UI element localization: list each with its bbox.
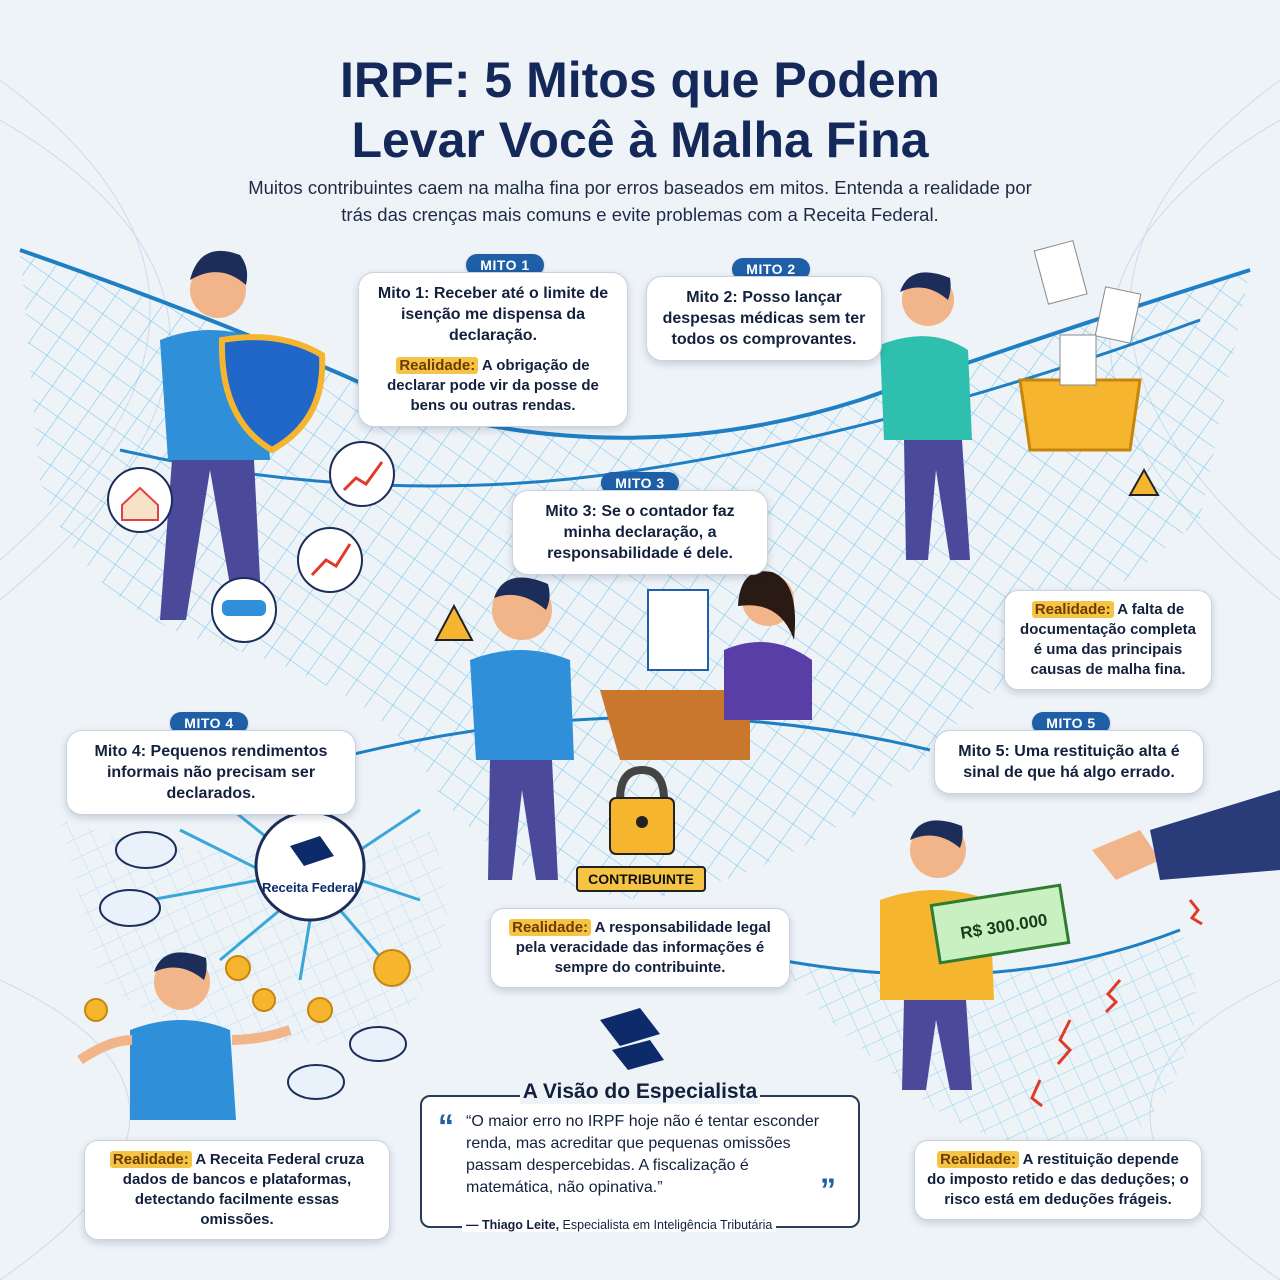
myth-2-card: Mito 2: Posso lançar despesas médicas se… <box>646 276 882 361</box>
myth-4-reality-card: Realidade: A Receita Federal cruza dados… <box>84 1140 390 1240</box>
myth-5-reality-card: Realidade: A restituição depende do impo… <box>914 1140 1202 1220</box>
myth-1-card: Mito 1: Receber até o limite de isenção … <box>358 272 628 427</box>
myth-5-card: Mito 5: Uma restituição alta é sinal de … <box>934 730 1204 794</box>
page-subtitle: Muitos contribuintes caem na malha fina … <box>248 177 1032 225</box>
expert-role: Especialista em Inteligência Tributária <box>562 1218 773 1232</box>
person-2 <box>880 240 1160 560</box>
expert-heading: A Visão do Especialista <box>520 1080 760 1104</box>
contribuinte-label: CONTRIBUINTE <box>576 866 706 892</box>
expert-quote-box: “O maior erro no IRPF hoje não é tentar … <box>420 1095 860 1228</box>
receita-hub: Receita Federal <box>84 798 421 1100</box>
page-title: IRPF: 5 Mitos que Podem Levar Você à Mal… <box>0 50 1280 170</box>
myth-2-reality-card: Realidade: A falta de documentação compl… <box>1004 590 1212 690</box>
reality-tag: Realidade: <box>109 1151 192 1168</box>
person-1 <box>160 250 326 620</box>
reality-tag: Realidade: <box>509 919 592 936</box>
myth-3-text: Mito 3: Se o contador faz minha declaraç… <box>545 503 735 562</box>
myth-3-badge: MITO 3 <box>601 472 679 494</box>
myth-2-text: Mito 2: Posso lançar despesas médicas se… <box>662 289 866 348</box>
receita-label-svg: Receita Federal <box>262 880 358 895</box>
title-line-1: IRPF: 5 Mitos que Podem <box>339 52 941 108</box>
person-4 <box>77 952 292 1120</box>
myth-4-badge: MITO 4 <box>170 712 248 734</box>
myth-1-reality: Realidade: A obrigação de declarar pode … <box>371 356 615 416</box>
myth-3-card: Mito 3: Se o contador faz minha declaraç… <box>512 490 768 575</box>
myth-3-reality-card: Realidade: A responsabilidade legal pela… <box>490 908 790 988</box>
lock-icon <box>609 765 675 855</box>
myth-5-text: Mito 5: Uma restituição alta é sinal de … <box>958 743 1180 781</box>
person-5 <box>880 790 1280 1090</box>
quote-icon: ” <box>820 1172 836 1208</box>
myth-5-reality-text: A restituição depende do imposto retido … <box>927 1151 1189 1208</box>
expert-attribution: — Thiago Leite, Especialista em Inteligê… <box>462 1218 777 1232</box>
myth-1-badge: MITO 1 <box>466 254 544 276</box>
asset-icons <box>107 441 395 643</box>
reality-tag: Realidade: <box>1031 601 1114 618</box>
expert-quote: “O maior erro no IRPF hoje não é tentar … <box>466 1113 820 1196</box>
myth-4-reality-text: A Receita Federal cruza dados de bancos … <box>122 1151 365 1228</box>
myth-2-badge: MITO 2 <box>732 258 810 280</box>
person-3 <box>434 571 812 880</box>
myth-4-text: Mito 4: Pequenos rendimentos informais n… <box>94 743 328 802</box>
reality-tag: Realidade: <box>937 1151 1020 1168</box>
myth-1-reality-text: A obrigação de declarar pode vir da poss… <box>387 357 599 414</box>
myth-3-reality-text: A responsabilidade legal pela veracidade… <box>515 919 771 976</box>
title-line-2: Levar Você à Malha Fina <box>351 112 929 168</box>
myth-1-text: Mito 1: Receber até o limite de isenção … <box>377 285 609 344</box>
myth-5-badge: MITO 5 <box>1032 712 1110 734</box>
quote-icon: “ <box>438 1108 454 1144</box>
reality-tag: Realidade: <box>396 357 479 374</box>
expert-author: — Thiago Leite, <box>466 1218 560 1232</box>
receita-logo-icon <box>600 1008 664 1070</box>
myth-4-card: Mito 4: Pequenos rendimentos informais n… <box>66 730 356 815</box>
myth-2-reality-text: A falta de documentação completa é uma d… <box>1020 601 1196 678</box>
